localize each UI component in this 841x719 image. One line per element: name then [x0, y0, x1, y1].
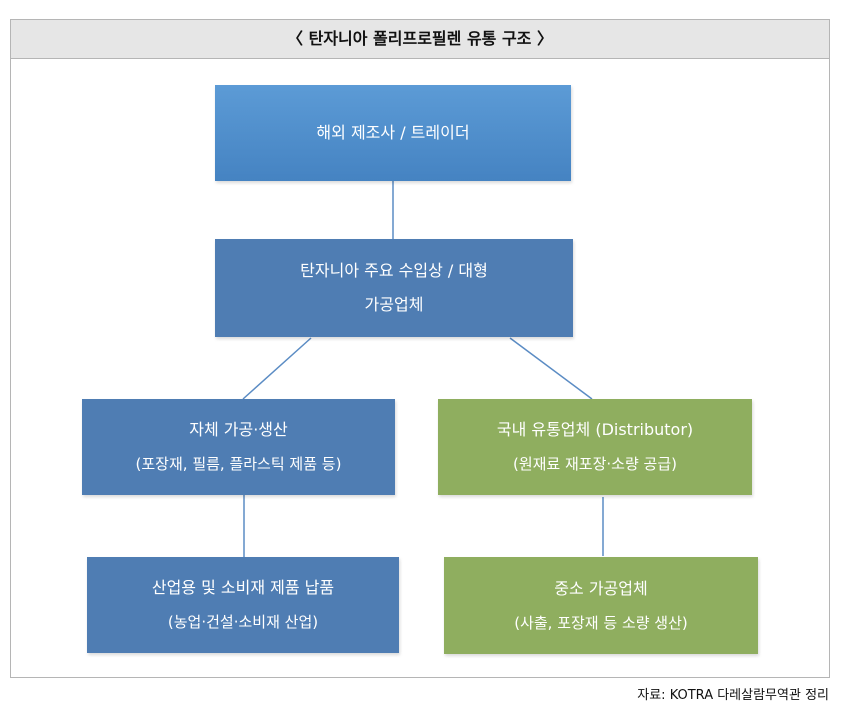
node-tanzania-importer: 탄자니아 주요 수입상 / 대형 가공업체	[215, 239, 573, 337]
node-sublabel: (포장재, 필름, 플라스틱 제품 등)	[135, 455, 342, 473]
node-label: 국내 유통업체 (Distributor)	[496, 420, 694, 439]
connector-importer-distributor	[509, 337, 593, 400]
node-label: 탄자니아 주요 수입상 / 대형	[300, 261, 488, 280]
node-overseas-manufacturer: 해외 제조사 / 트레이더	[215, 85, 571, 181]
node-label: 자체 가공·생산	[189, 420, 288, 439]
node-label: 해외 제조사 / 트레이더	[316, 123, 470, 142]
node-domestic-distributor: 국내 유통업체 (Distributor) (원재료 재포장·소량 공급)	[438, 399, 752, 495]
node-label: 중소 가공업체	[554, 578, 648, 598]
node-label: 산업용 및 소비재 제품 납품	[151, 578, 335, 597]
node-sme-processor: 중소 가공업체 (사출, 포장재 등 소량 생산)	[444, 557, 758, 654]
node-label-2: 가공업체	[364, 295, 424, 314]
diagram-title: 〈 탄자니아 폴리프로필렌 유통 구조 〉	[10, 19, 830, 59]
node-sublabel: (원재료 재포장·소량 공급)	[512, 455, 677, 473]
node-industrial-supply: 산업용 및 소비재 제품 납품 (농업·건설·소비재 산업)	[87, 557, 399, 653]
source-note: 자료: KOTRA 다레살람무역관 정리	[637, 688, 829, 703]
node-self-production: 자체 가공·생산 (포장재, 필름, 플라스틱 제품 등)	[82, 399, 395, 495]
node-sublabel: (사출, 포장재 등 소량 생산)	[514, 613, 688, 632]
node-sublabel: (농업·건설·소비재 산업)	[167, 613, 319, 631]
connector-importer-self	[242, 337, 312, 400]
